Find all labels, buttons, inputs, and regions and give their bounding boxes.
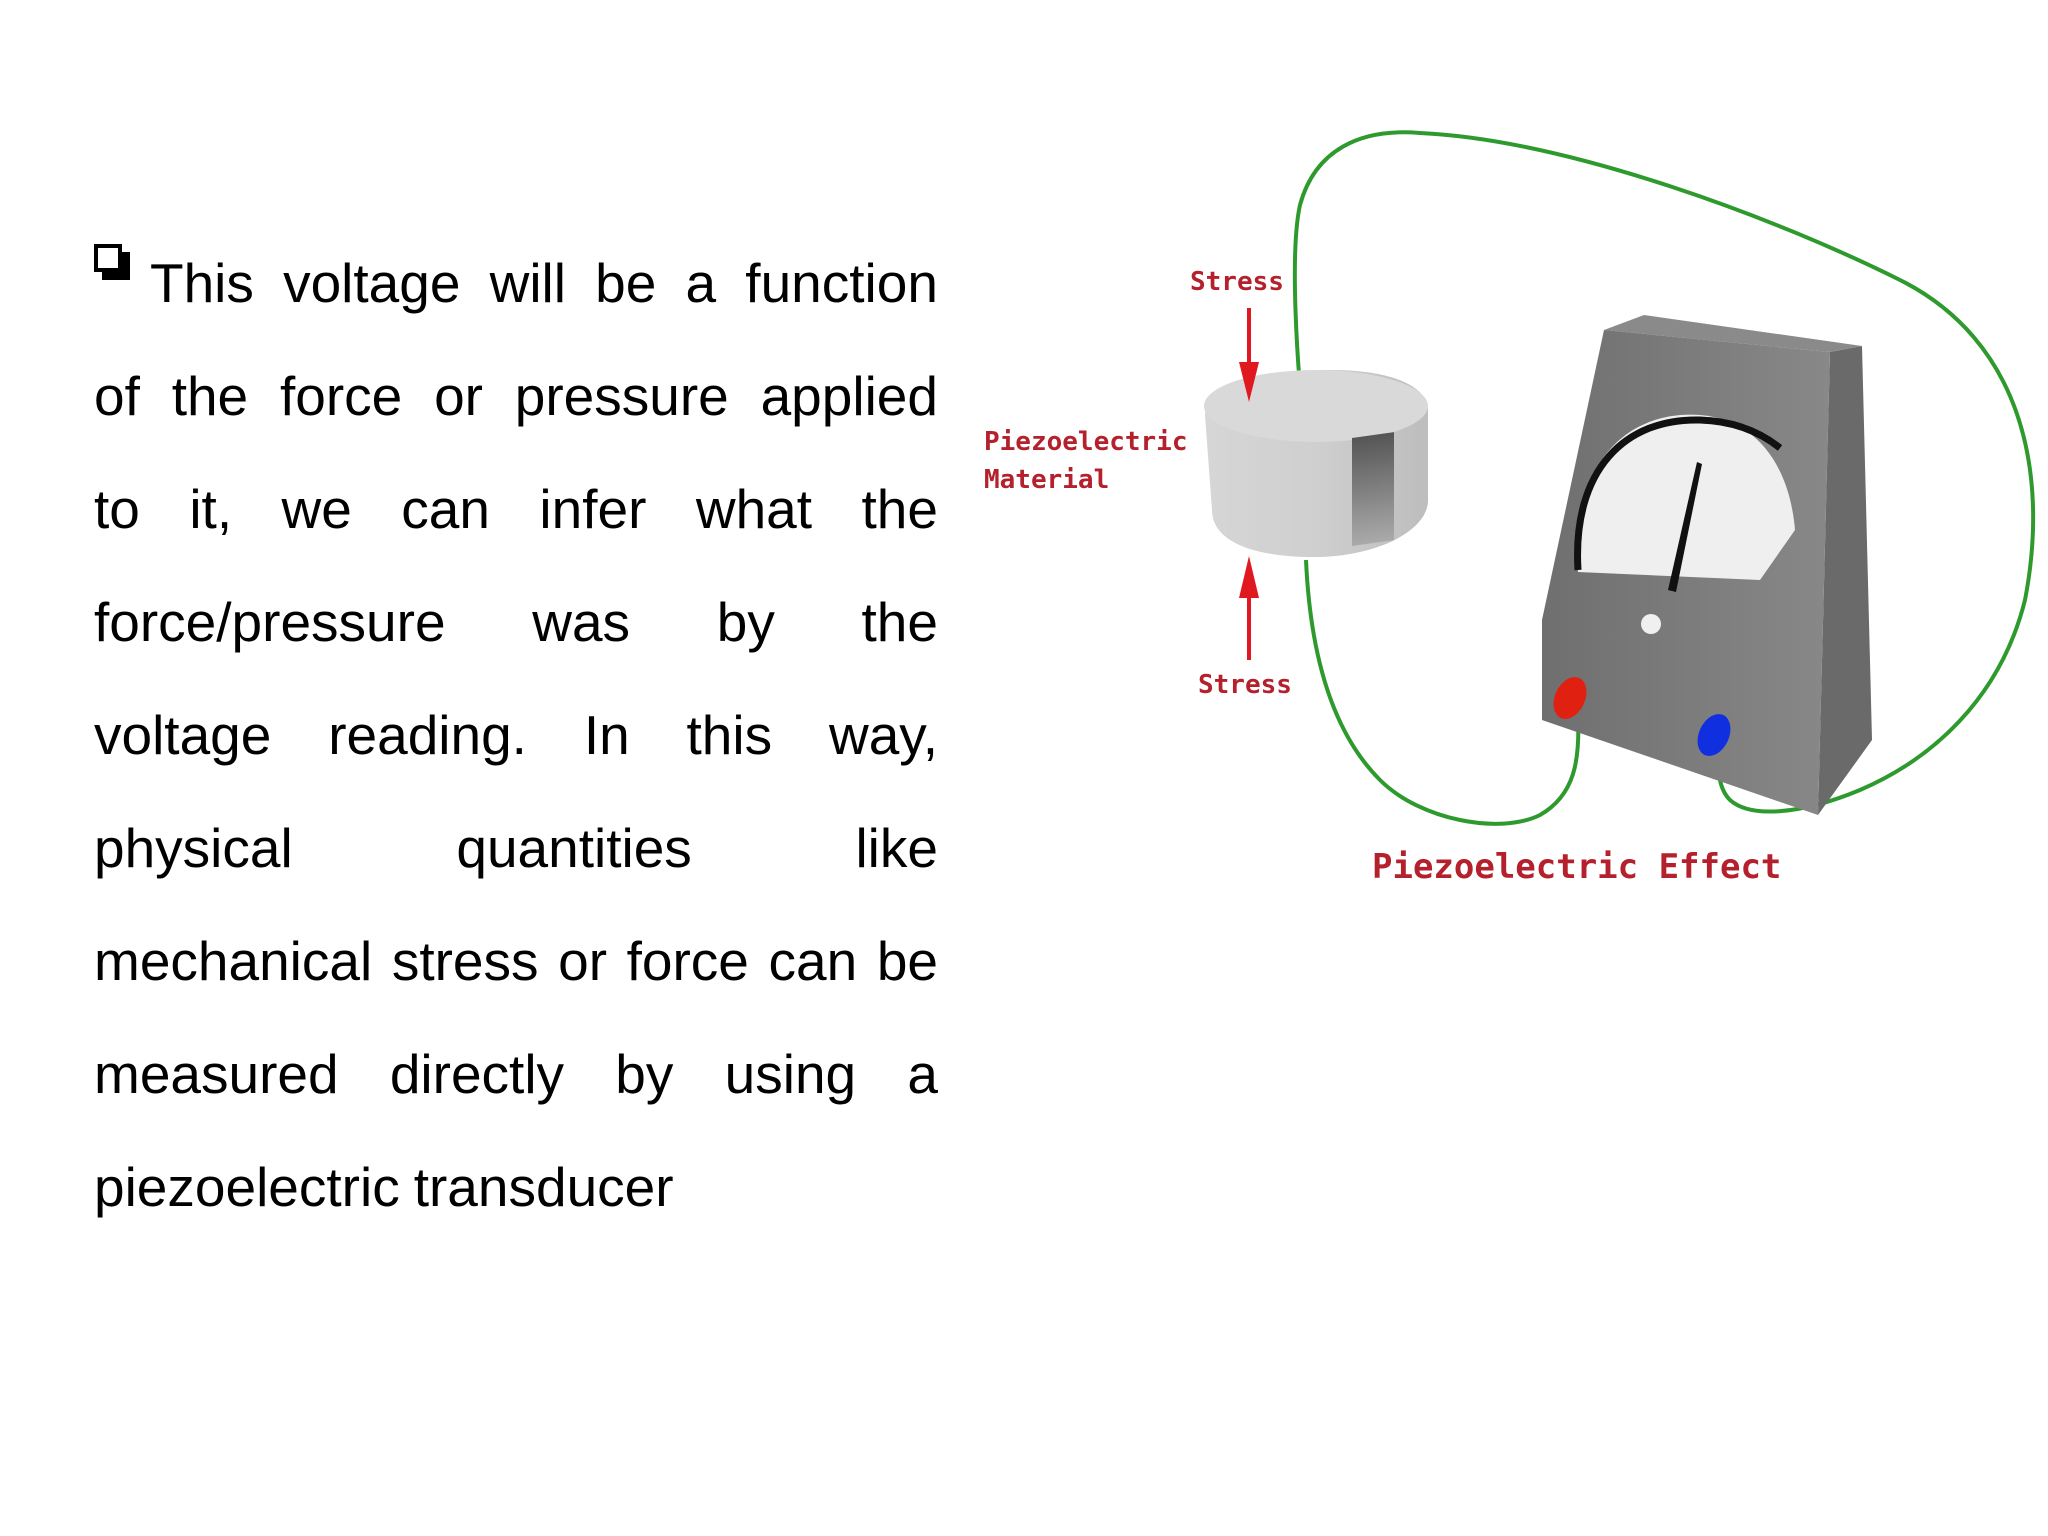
word: it, [189, 478, 233, 540]
word: was [532, 591, 631, 653]
word: by [615, 1043, 674, 1105]
piezoelectric-effect-diagram: Stress Stress Piezoelectric Material Pie… [984, 130, 2036, 887]
word: a [685, 252, 717, 314]
word: stress [391, 930, 539, 992]
paragraph-line: physical quantities like [94, 792, 938, 905]
word: this [686, 704, 773, 766]
word: a [907, 1043, 938, 1105]
word: pressure [514, 365, 729, 427]
word: mechanical [94, 930, 373, 992]
square-bullet-icon [94, 243, 130, 280]
word: function [745, 252, 938, 314]
word: infer [539, 478, 647, 540]
word: can [768, 930, 858, 992]
word: In [583, 704, 630, 766]
word: be [876, 930, 938, 992]
stress-arrow-bottom [1239, 556, 1259, 660]
word: the [861, 478, 938, 540]
word: transducer [413, 1156, 674, 1218]
piezoelectric-disk [1204, 370, 1428, 558]
word: the [861, 591, 938, 653]
paragraph-line: piezoelectric transducer [94, 1131, 938, 1244]
word: the [171, 365, 249, 427]
material-label-line2: Material [984, 465, 1109, 495]
word: to [94, 478, 140, 540]
material-label-line1: Piezoelectric [984, 427, 1188, 457]
meter-dial [1577, 414, 1795, 580]
word: be [595, 252, 657, 314]
word: what [695, 478, 813, 540]
word: physical [94, 817, 293, 879]
body-paragraph: This voltage will be a function of the f… [94, 227, 938, 1244]
positive-terminal-icon [1553, 677, 1587, 719]
word: directly [389, 1043, 565, 1105]
word: like [855, 817, 938, 879]
meter-needle [1668, 462, 1702, 592]
word: using [724, 1043, 857, 1105]
word: of [94, 365, 140, 427]
word: will [489, 252, 566, 314]
voltmeter [1542, 315, 1872, 815]
word: piezoelectric [94, 1156, 400, 1218]
paragraph-line: measured directly by using a [94, 1018, 938, 1131]
word: can [401, 478, 490, 540]
disk-slot [1352, 432, 1394, 546]
word: force/pressure [94, 591, 446, 653]
word: way, [828, 704, 938, 766]
wire-bottom [1304, 559, 1581, 826]
diagram-caption: Piezoelectric Effect [1372, 847, 1781, 887]
word: voltage [283, 252, 461, 314]
meter-top [1604, 315, 1862, 352]
word: quantities [456, 817, 692, 879]
word: or [434, 365, 483, 427]
word: or [558, 930, 608, 992]
word: we [281, 478, 352, 540]
word: measured [94, 1043, 339, 1105]
stress-bottom-label: Stress [1198, 670, 1292, 700]
paragraph-line: of the force or pressure applied [94, 340, 938, 453]
word: voltage [94, 704, 272, 766]
meter-knob [1641, 614, 1661, 634]
meter-dial-rim [1574, 416, 1783, 571]
bullet-group: This [94, 227, 254, 340]
stress-arrow-top [1239, 308, 1259, 402]
paragraph-line: voltage reading. In this way, [94, 679, 938, 792]
paragraph-line: mechanical stress or force can be [94, 905, 938, 1018]
word: applied [760, 365, 938, 427]
paragraph-line: This voltage will be a function [94, 227, 938, 340]
word: by [716, 591, 775, 653]
meter-side [1818, 346, 1872, 815]
word: reading. [328, 704, 527, 766]
word: This [150, 252, 254, 314]
stress-top-label: Stress [1190, 267, 1284, 297]
word: force [279, 365, 403, 427]
paragraph-line: to it, we can infer what the [94, 453, 938, 566]
negative-terminal-icon [1697, 714, 1731, 756]
paragraph-line: force/pressure was by the [94, 566, 938, 679]
word: force [626, 930, 749, 992]
